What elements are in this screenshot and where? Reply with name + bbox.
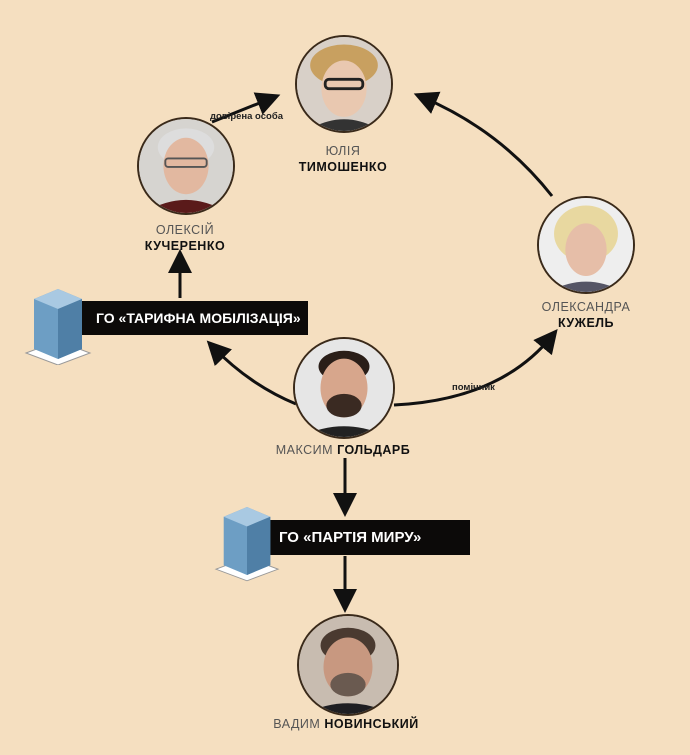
relation-label-assistant: помічник	[452, 382, 495, 393]
photo-tymoshenko	[295, 35, 393, 133]
arrow-goldarb-to-tarifna	[206, 340, 297, 406]
building-icon	[214, 507, 280, 582]
arrow-goldarb-to-kuzhel	[393, 329, 558, 407]
photo-goldarb	[293, 337, 395, 439]
relation-label-trusted-person: довірена особа	[210, 111, 283, 122]
org-tarifna-mobilizatsiia: ГО «ТАРИФНА МОБІЛІЗАЦІЯ»	[78, 301, 308, 335]
arrow-kuzhel-to-tymoshenko	[413, 91, 554, 197]
org-partiia-myru: ГО «ПАРТІЯ МИРУ»	[265, 520, 470, 555]
photo-kucherenko	[137, 117, 235, 215]
building-icon	[24, 289, 92, 365]
arrow-kucherenko-to-tymoshenko	[211, 92, 281, 124]
name-novynskyi: ВАДИМ НОВИНСЬКИЙ	[273, 717, 419, 731]
name-goldarb: МАКСИМ ГОЛЬДАРБ	[275, 443, 411, 457]
photo-novynskyi	[297, 614, 399, 716]
photo-kuzhel	[537, 196, 635, 294]
